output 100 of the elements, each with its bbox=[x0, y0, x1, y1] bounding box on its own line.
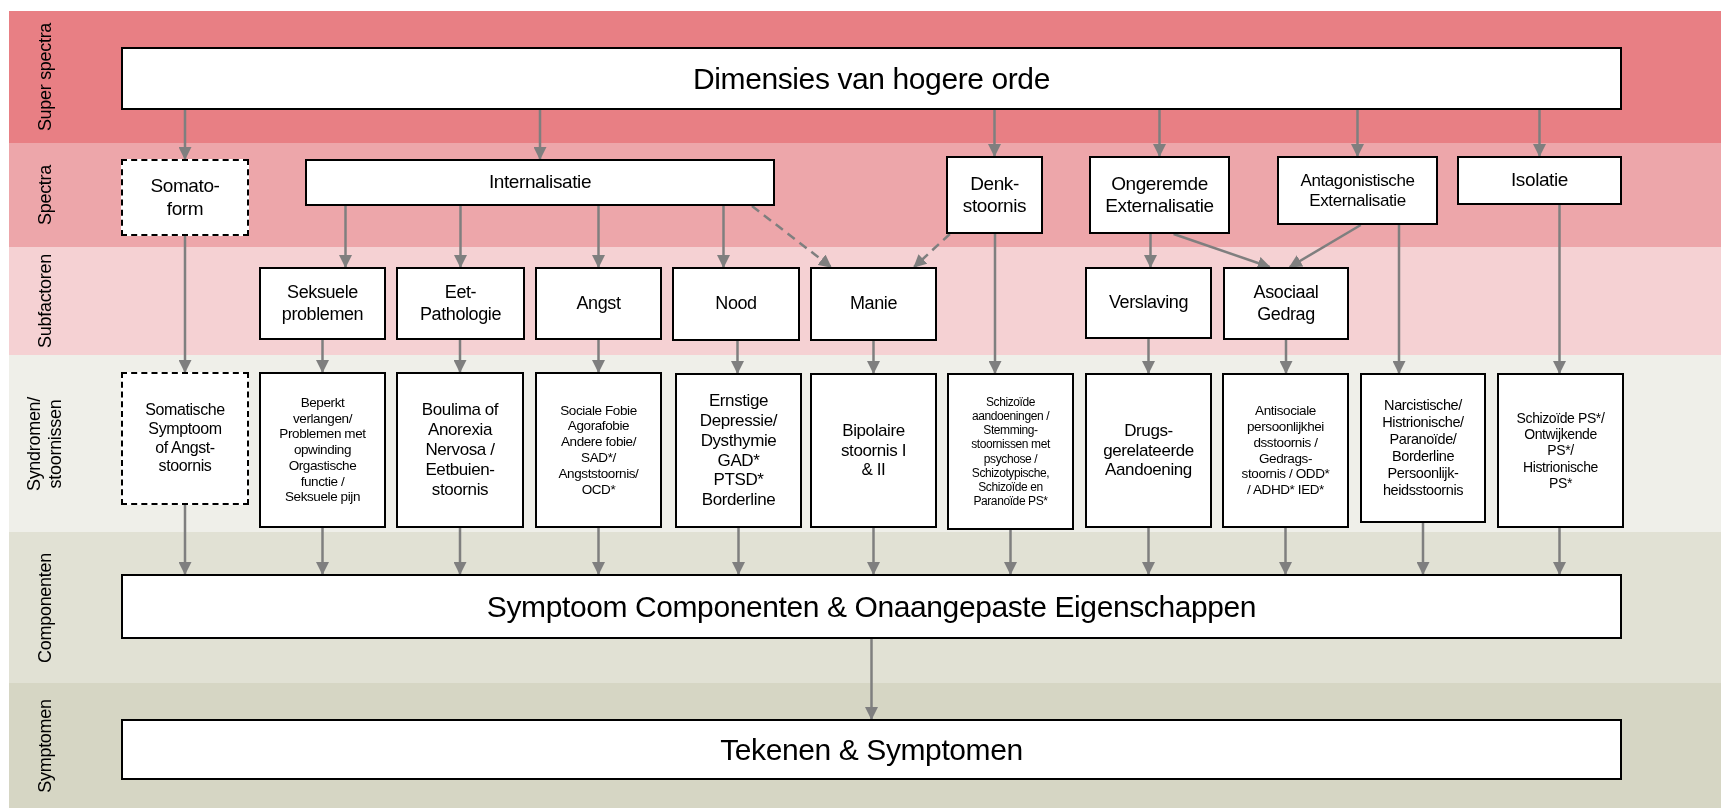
box-label: Isolatie bbox=[1510, 169, 1569, 192]
arrow bbox=[867, 528, 880, 576]
arrow bbox=[454, 206, 467, 269]
box-label: Schizoïde aandoeningen / Stemming- stoornissen met psychose / Schizotypische, Schizoïde en Paranoïde PS* bbox=[970, 395, 1052, 508]
box-label: Antagonistische Externalisatie bbox=[1299, 170, 1416, 211]
arrow bbox=[867, 341, 880, 375]
arrow bbox=[751, 205, 832, 268]
arrow bbox=[1153, 110, 1166, 158]
category-box bbox=[121, 372, 249, 505]
arrow bbox=[732, 528, 745, 576]
arrow bbox=[988, 110, 1001, 158]
category-box bbox=[1085, 267, 1212, 339]
arrow bbox=[1553, 528, 1566, 576]
arrow bbox=[1392, 225, 1406, 375]
box-label: Schizoïde PS*/ Ontwijkende PS*/ Histrionische PS* bbox=[1515, 409, 1606, 492]
box-label: Boulima of Anorexia Nervosa / Eetbuien- stoornis bbox=[420, 400, 500, 500]
layer-band bbox=[9, 247, 1721, 355]
layer-band bbox=[9, 683, 1721, 808]
category-box bbox=[259, 267, 386, 340]
category-box bbox=[946, 156, 1043, 234]
layer-band bbox=[9, 11, 1721, 143]
arrow bbox=[1144, 234, 1157, 269]
box-label: Seksuele problemen bbox=[280, 282, 365, 325]
layer-band bbox=[9, 143, 1721, 247]
box-label: Internalisatie bbox=[487, 171, 593, 194]
arrow bbox=[178, 236, 192, 374]
box-label: Symptoom Componenten & Onaangepaste Eigenschappen bbox=[485, 588, 1258, 625]
layer-band bbox=[9, 355, 1721, 532]
arrow bbox=[865, 639, 878, 721]
layer-label: Super spectra bbox=[34, 21, 56, 134]
category-box bbox=[810, 267, 937, 341]
arrow bbox=[1142, 339, 1155, 375]
category-box bbox=[305, 159, 775, 206]
arrow bbox=[592, 528, 605, 576]
category-box bbox=[1277, 156, 1438, 225]
layer-label: Syndromen/ stoornissen bbox=[24, 395, 66, 493]
arrow bbox=[717, 206, 730, 269]
box-label: Dimensies van hogere orde bbox=[692, 60, 1051, 97]
box-label: Manie bbox=[849, 293, 898, 315]
box-label: Drugs- gerelateerde Aandoening bbox=[1102, 420, 1195, 481]
box-label: Eet- Pathologie bbox=[418, 282, 503, 325]
box-label: Antisociale persoonlijkhei dsstoornis / Gedrags- stoornis / ODD* / ADHD* IED* bbox=[1240, 403, 1331, 498]
box-label: Tekenen & Symptomen bbox=[719, 731, 1024, 768]
arrow bbox=[1173, 232, 1271, 270]
category-box bbox=[121, 159, 249, 236]
box-label: Narcistische/ Histrionische/ Paranoïde/ Borderline Persoonlijk- heidsstoornis bbox=[1381, 397, 1465, 499]
arrow bbox=[1142, 528, 1155, 576]
arrow bbox=[453, 340, 467, 374]
layer-label: Componenten bbox=[34, 551, 56, 665]
category-box bbox=[396, 372, 524, 528]
box-label: Angst bbox=[575, 292, 622, 314]
box-label: Somatische Symptoom of Angst- stoornis bbox=[144, 401, 226, 476]
box-label: Ernstige Depressie/ Dysthymie GAD* PTSD* Borderline bbox=[698, 390, 779, 511]
category-box bbox=[672, 267, 800, 341]
box-label: Bipolaire stoornis I & II bbox=[840, 420, 907, 481]
box-label: Denk- stoornis bbox=[961, 172, 1028, 218]
category-box bbox=[121, 574, 1622, 639]
category-box bbox=[947, 373, 1074, 530]
arrow bbox=[1004, 530, 1017, 576]
arrow bbox=[1279, 340, 1293, 375]
arrow bbox=[913, 233, 951, 268]
category-box bbox=[1222, 373, 1349, 528]
category-box bbox=[1497, 373, 1624, 528]
layer-label: Subfactoren bbox=[34, 253, 56, 350]
layer-label: Spectra bbox=[34, 163, 56, 227]
box-label: Sociale Fobie Agorafobie Andere fobie/ SAD*/ Angststoornis/ OCD* bbox=[557, 402, 640, 498]
category-box bbox=[121, 47, 1622, 110]
arrow bbox=[453, 528, 467, 576]
category-box bbox=[396, 267, 525, 340]
arrow bbox=[1416, 523, 1430, 576]
category-box bbox=[1457, 156, 1622, 205]
category-box bbox=[535, 372, 662, 528]
category-box bbox=[121, 719, 1622, 780]
arrow bbox=[1533, 110, 1546, 158]
box-label: Somato- form bbox=[149, 175, 221, 220]
arrow bbox=[988, 234, 1002, 375]
arrow bbox=[731, 341, 744, 375]
box-label: Ongeremde Externalisatie bbox=[1104, 172, 1215, 218]
box-label: Asociaal Gedrag bbox=[1252, 282, 1320, 325]
arrow bbox=[178, 505, 192, 576]
category-box bbox=[1360, 373, 1486, 523]
box-label: Verslaving bbox=[1107, 292, 1190, 314]
box-label: Nood bbox=[714, 293, 758, 315]
category-box bbox=[535, 267, 662, 340]
category-box bbox=[1089, 156, 1230, 234]
category-box bbox=[1085, 373, 1212, 528]
box-label: Beperkt verlangen/ Problemen met opwinding Orgastische functie / Seksuele pijn bbox=[278, 394, 367, 506]
arrow bbox=[316, 528, 329, 576]
arrow bbox=[592, 340, 605, 374]
category-box bbox=[675, 373, 802, 528]
category-box bbox=[1223, 267, 1349, 340]
arrow bbox=[1288, 223, 1362, 269]
arrow bbox=[533, 110, 547, 161]
arrow bbox=[339, 206, 352, 269]
arrow bbox=[178, 110, 192, 161]
arrow bbox=[592, 206, 605, 269]
category-box bbox=[810, 373, 937, 528]
arrow bbox=[316, 340, 329, 374]
arrow bbox=[1351, 110, 1364, 158]
category-box bbox=[259, 372, 386, 528]
